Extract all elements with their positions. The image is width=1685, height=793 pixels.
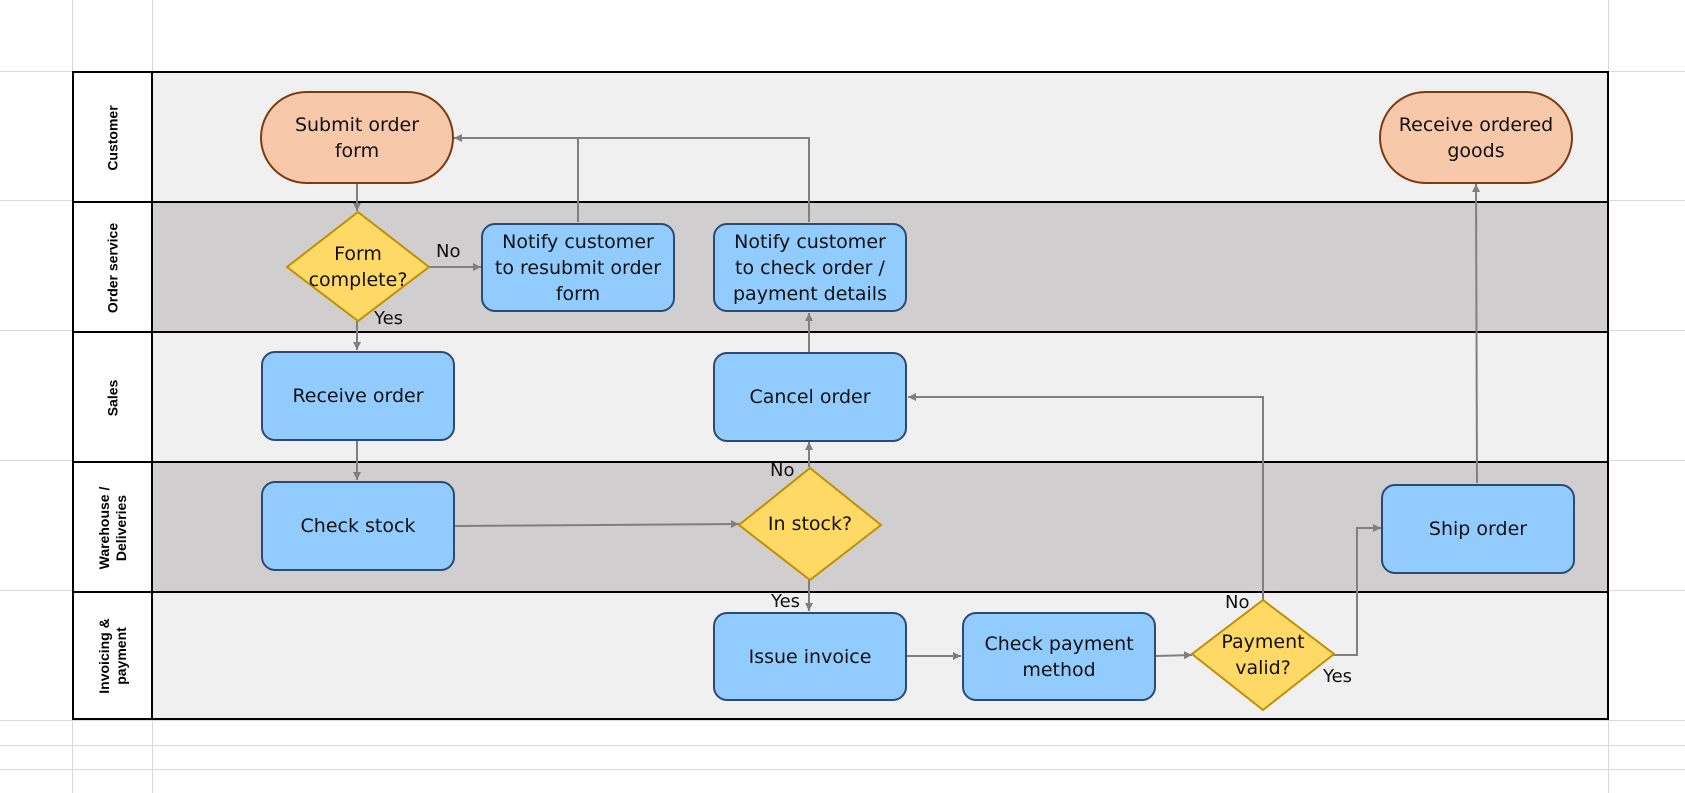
node-notify-check-details[interactable]: Notify customer to check order / payment…: [713, 223, 907, 312]
decision-payment-valid[interactable]: Payment valid?: [1221, 631, 1305, 679]
node-ship-order[interactable]: Ship order: [1381, 484, 1575, 574]
node-issue-invoice[interactable]: Issue invoice: [713, 612, 907, 701]
edge-label-payment-yes: Yes: [1323, 666, 1353, 687]
gridline: [0, 745, 1685, 746]
node-receive-ordered-goods[interactable]: Receive ordered goods: [1379, 91, 1573, 184]
edge-label-form-no: No: [436, 241, 461, 262]
arrow-payment-yes-to-ship: [1333, 524, 1381, 656]
edge-label-form-yes: Yes: [374, 308, 404, 329]
edge-label-stock-no: No: [770, 460, 795, 481]
decision-in-stock-shape: [737, 466, 883, 582]
arrow-ship-to-receive-goods: [1472, 183, 1481, 484]
node-submit-order-form[interactable]: Submit order form: [260, 91, 454, 184]
gridline: [0, 769, 1685, 770]
lane-header: Sales: [74, 333, 153, 462]
decision-form-complete[interactable]: Form complete?: [308, 242, 408, 291]
edge-label-stock-yes: Yes: [771, 591, 801, 612]
arrow-notify-check-to-submit: [578, 137, 810, 222]
node-check-stock[interactable]: Check stock: [261, 481, 455, 571]
decision-form-complete-shape: [285, 210, 431, 323]
gridline: [0, 720, 1685, 721]
decision-in-stock[interactable]: In stock?: [767, 513, 853, 535]
lane-header: Invoicing & payment: [74, 593, 153, 718]
lane-header: Warehouse / Deliveries: [74, 463, 153, 592]
node-cancel-order[interactable]: Cancel order: [713, 352, 907, 442]
arrow-notify-resubmit-to-submit: [454, 134, 579, 222]
node-receive-order[interactable]: Receive order: [261, 351, 455, 441]
arrow-check-stock-to-in-stock: [454, 520, 740, 529]
node-notify-resubmit[interactable]: Notify customer to resubmit order form: [481, 223, 675, 312]
arrow-payment-no-to-cancel: [908, 393, 1264, 600]
arrow-check-payment-to-payment-valid: [1155, 651, 1193, 660]
node-check-payment-method[interactable]: Check payment method: [962, 612, 1156, 701]
lane-header: Order service: [74, 203, 153, 332]
decision-payment-valid-shape: [1190, 598, 1336, 712]
lane-header: Customer: [74, 73, 153, 203]
edge-label-payment-no: No: [1225, 592, 1250, 613]
